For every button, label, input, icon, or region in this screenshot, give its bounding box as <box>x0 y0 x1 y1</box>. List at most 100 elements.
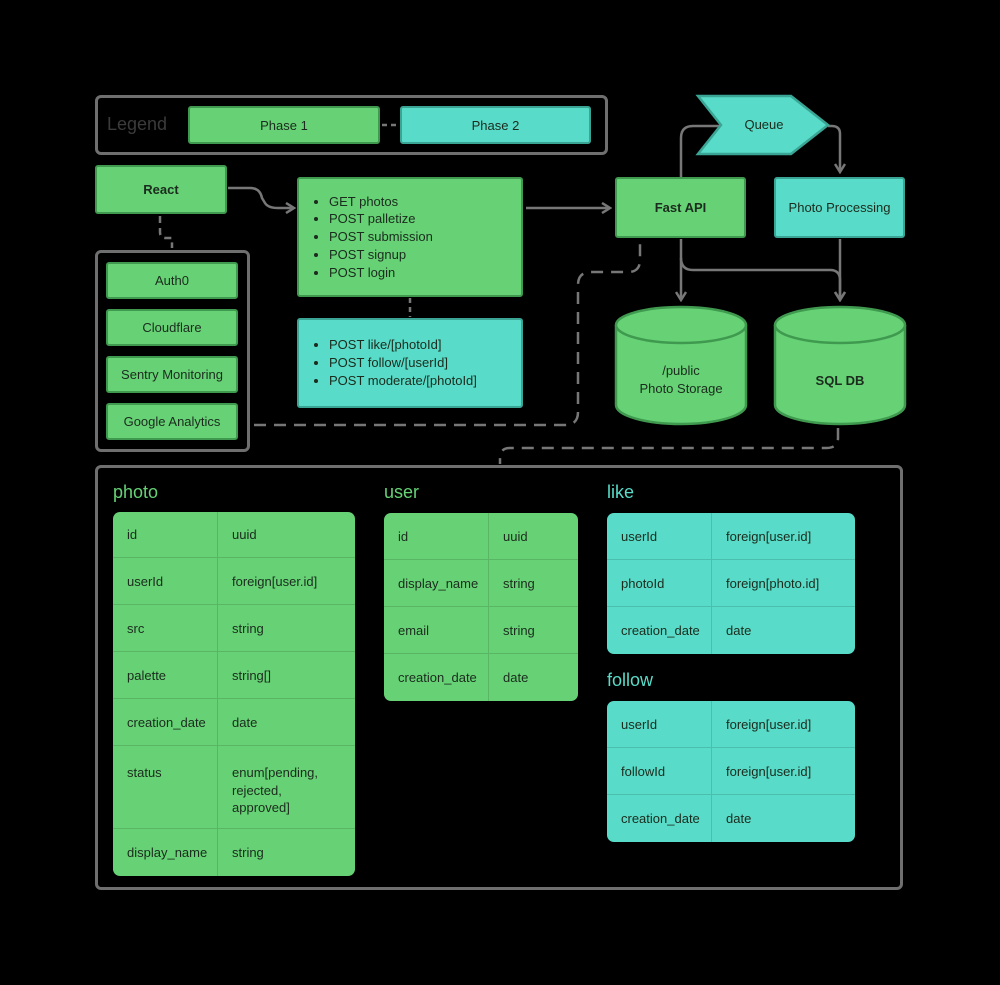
column-name: id <box>113 512 218 557</box>
follow-table-title: follow <box>607 670 654 690</box>
table-row: creation_date date <box>607 795 855 842</box>
table-row: creation_date date <box>113 699 355 746</box>
column-name: email <box>384 607 489 653</box>
column-type: foreign[user.id] <box>726 763 812 779</box>
fastapi-to-queue-arrow <box>679 126 728 178</box>
column-type: foreign[user.id] <box>726 528 812 544</box>
endpoint-item: POST signup <box>329 246 433 264</box>
column-type: date <box>726 623 752 638</box>
react-to-api-arrow <box>228 186 294 208</box>
column-type: string <box>232 845 264 860</box>
fastapi-node: Fast API <box>615 177 746 238</box>
column-name: userId <box>607 701 712 747</box>
analytics-node: Google Analytics <box>106 403 238 440</box>
storage-label-line2: Photo Storage <box>639 381 723 396</box>
column-name: src <box>113 605 218 651</box>
endpoints-phase2: POST like/[photoId]POST follow/[userId]P… <box>297 318 523 408</box>
endpoints-phase1-list: GET photosPOST palletizePOST submissionP… <box>299 193 433 282</box>
column-type: date <box>503 670 529 685</box>
endpoint-item: POST submission <box>329 228 433 246</box>
services-group <box>95 250 250 452</box>
column-name: userId <box>607 513 712 559</box>
column-name: creation_date <box>607 607 712 654</box>
column-type: string <box>232 620 264 636</box>
processing-node: Photo Processing <box>774 177 905 238</box>
table-row: creation_date date <box>607 607 855 654</box>
endpoint-item: POST like/[photoId] <box>329 336 477 354</box>
column-name: display_name <box>384 560 489 606</box>
endpoint-item: POST moderate/[photoId] <box>329 372 477 390</box>
react-node: React <box>95 165 227 214</box>
legend-phase1: Phase 1 <box>188 106 380 144</box>
table-row: email string <box>384 607 578 654</box>
table-row: palette string[] <box>113 652 355 699</box>
cloudflare-node: Cloudflare <box>106 309 238 346</box>
endpoint-item: GET photos <box>329 193 433 211</box>
like-table: userId foreign[user.id] photoId foreign[pho… <box>607 513 855 654</box>
queue-label: Queue <box>744 117 784 132</box>
queue-to-processing-arrow <box>828 124 840 172</box>
table-row: userId foreign[user.id] <box>113 558 355 605</box>
column-name: creation_date <box>384 654 489 701</box>
column-name: display_name <box>113 829 218 876</box>
table-row: followId foreign[user.id] <box>607 748 855 795</box>
storage-cylinder <box>614 305 748 426</box>
schema-panel <box>95 465 903 890</box>
column-type: string <box>503 622 535 638</box>
sqldb-cylinder <box>773 305 907 426</box>
endpoints-phase1: GET photosPOST palletizePOST submissionP… <box>297 177 523 297</box>
services-to-fastapi-dash <box>254 240 642 427</box>
photo-table-title: photo <box>113 482 159 502</box>
table-row: status enum[pending, rejected, approved] <box>113 746 355 829</box>
table-row: userId foreign[user.id] <box>607 701 855 748</box>
column-name: id <box>384 513 489 559</box>
column-name: palette <box>113 652 218 698</box>
table-row: display_name string <box>113 829 355 876</box>
sentry-node: Sentry Monitoring <box>106 356 238 393</box>
endpoint-item: POST palletize <box>329 210 433 228</box>
fastapi-to-sqldb-arrow <box>679 257 840 300</box>
like-table-title: like <box>607 482 635 502</box>
legend-phase2: Phase 2 <box>400 106 591 144</box>
user-table-title: user <box>384 482 420 502</box>
column-name: status <box>113 746 218 828</box>
sqldb-to-schema-dash <box>498 428 840 464</box>
column-name: photoId <box>607 560 712 606</box>
column-name: userId <box>113 558 218 604</box>
column-type: foreign[user.id] <box>726 716 812 732</box>
column-type: string[] <box>232 667 272 683</box>
column-type: enum[pending, rejected, approved] <box>232 765 319 815</box>
column-type: uuid <box>503 528 528 544</box>
column-name: creation_date <box>113 699 218 745</box>
follow-table: userId foreign[user.id] followId foreign[us… <box>607 701 855 842</box>
storage-label: /public Photo Storage <box>614 362 748 398</box>
column-name: followId <box>607 748 712 794</box>
sqldb-label: SQL DB <box>815 373 865 388</box>
column-name: creation_date <box>607 795 712 842</box>
table-row: photoId foreign[photo.id] <box>607 560 855 607</box>
column-type: foreign[user.id] <box>232 573 318 589</box>
endpoint-item: POST login <box>329 264 433 282</box>
table-row: creation_date date <box>384 654 578 701</box>
table-row: display_name string <box>384 560 578 607</box>
column-type: string <box>503 575 535 591</box>
column-type: uuid <box>232 527 257 542</box>
legend-title: Legend <box>107 114 168 134</box>
table-row: src string <box>113 605 355 652</box>
column-type: foreign[photo.id] <box>726 575 820 591</box>
react-services-dash <box>158 216 174 248</box>
auth0-node: Auth0 <box>106 262 238 299</box>
storage-label-line1: /public <box>662 363 700 378</box>
table-row: userId foreign[user.id] <box>607 513 855 560</box>
legend-panel <box>95 95 608 155</box>
queue-shape <box>695 94 831 156</box>
column-type: date <box>232 714 258 730</box>
endpoints-phase2-list: POST like/[photoId]POST follow/[userId]P… <box>299 336 477 389</box>
endpoint-item: POST follow/[userId] <box>329 354 477 372</box>
column-type: date <box>726 811 752 826</box>
